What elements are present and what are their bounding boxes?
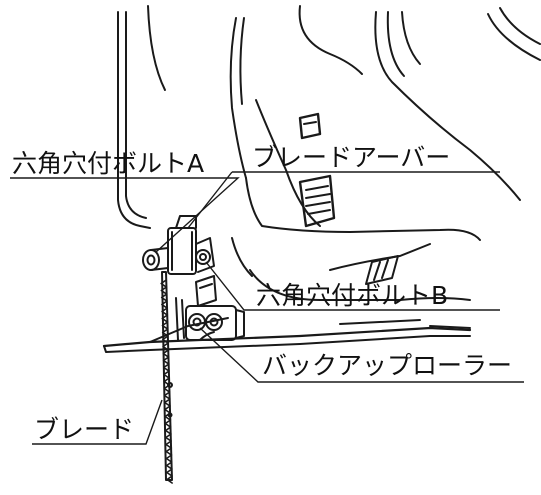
leader-blade-arbor-arrow xyxy=(187,171,233,229)
leader-backup-roller xyxy=(199,327,524,383)
leader-hex-bolt-a xyxy=(10,177,240,253)
label-backup-roller: バックアップローラー xyxy=(262,351,512,380)
label-hex-bolt-a: 六角穴付ボルトA xyxy=(12,149,204,178)
leader-lines xyxy=(10,171,524,445)
label-blade: ブレード xyxy=(34,415,134,444)
leader-hex-bolt-b xyxy=(205,261,500,311)
label-blade-arbor: ブレードアーバー xyxy=(252,143,450,172)
hex-bolt-a-drawing xyxy=(142,247,169,271)
leader-blade xyxy=(32,399,163,445)
backup-roller-drawing xyxy=(175,275,245,341)
arbor-bolt-drawing xyxy=(195,249,211,265)
label-hex-bolt-b: 六角穴付ボルトB xyxy=(256,281,448,310)
tool-body-drawing xyxy=(102,5,541,353)
blade-drawing xyxy=(160,271,173,484)
